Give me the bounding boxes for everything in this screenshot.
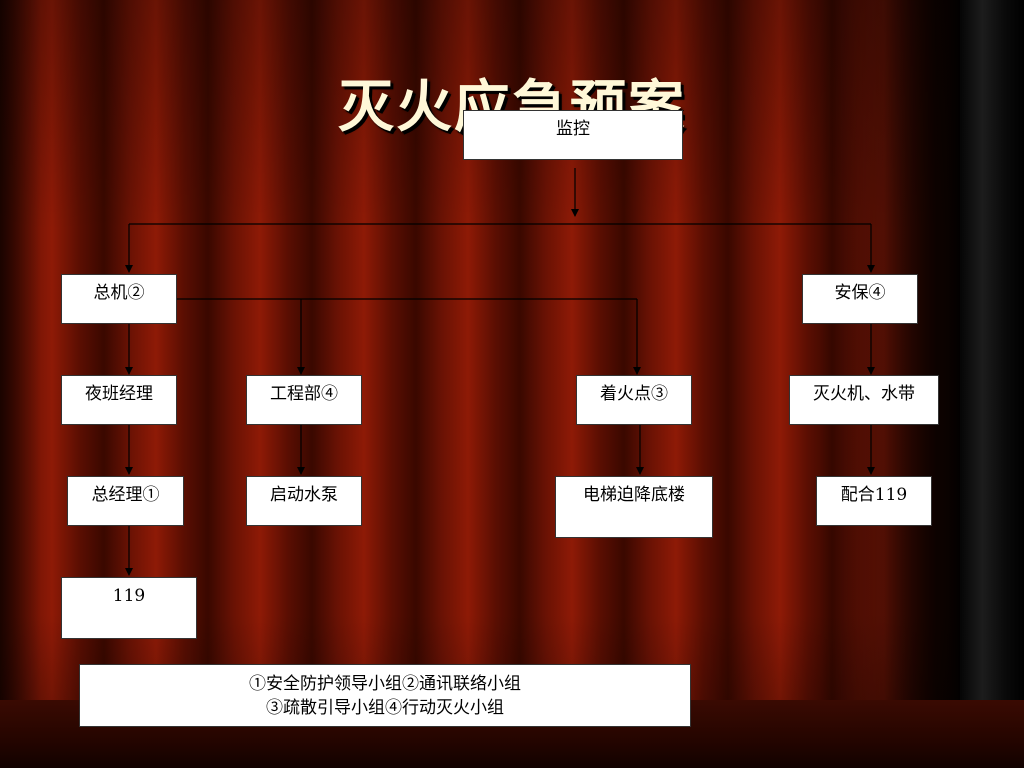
node-general-manager: 总经理① [67,476,184,526]
node-engineering: 工程部④ [246,375,362,425]
legend-box: ①安全防护领导小组②通讯联络小组 ③疏散引导小组④行动灭火小组 [79,664,691,727]
node-night-manager: 夜班经理 [61,375,177,425]
node-start-pump: 启动水泵 [246,476,362,526]
right-drape [960,0,1024,768]
node-cooperate-119: 配合119 [816,476,932,526]
node-fire-point: 着火点③ [576,375,692,425]
node-security: 安保④ [802,274,918,324]
node-elevator-down: 电梯迫降底楼 [555,476,713,538]
node-extinguisher-hose: 灭火机、水带 [789,375,939,425]
node-switchboard: 总机② [61,274,177,324]
node-monitor: 监控 [463,110,683,160]
legend-line-2: ③疏散引导小组④行动灭火小组 [266,698,504,718]
node-call-119: 119 [61,577,197,639]
legend-line-1: ①安全防护领导小组②通讯联络小组 [249,674,521,694]
